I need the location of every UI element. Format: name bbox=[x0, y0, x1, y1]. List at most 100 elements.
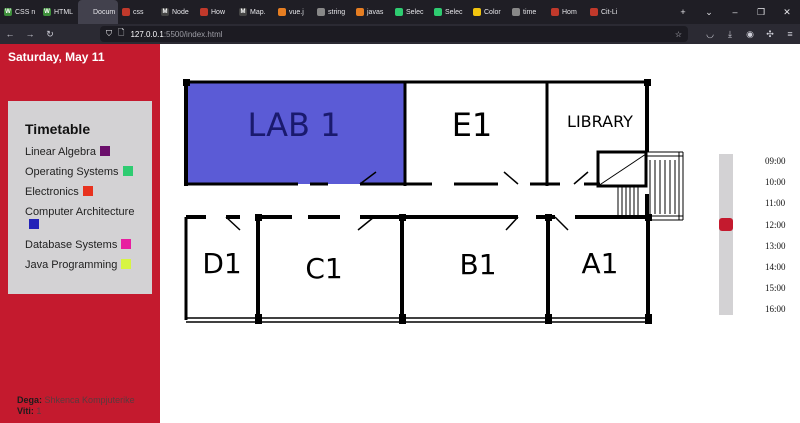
browser-tab[interactable]: Selec bbox=[391, 0, 430, 24]
room-label-e1: E1 bbox=[452, 106, 493, 144]
tab-favicon-icon bbox=[590, 8, 598, 16]
browser-tab[interactable]: Docum✕ bbox=[78, 0, 118, 24]
color-swatch bbox=[82, 186, 93, 196]
browser-tab[interactable]: time bbox=[508, 0, 547, 24]
time-slider-track[interactable] bbox=[719, 154, 733, 315]
tab-favicon-icon: M bbox=[239, 8, 247, 16]
browser-nav-bar: ← → ↻ ⛉ 🗋 127.0.0.1:5500/index.html ☆ ◡ … bbox=[0, 24, 800, 44]
viti-value: 1 bbox=[36, 406, 42, 416]
tab-label: Selec bbox=[445, 8, 463, 16]
tab-favicon-icon bbox=[551, 8, 559, 16]
tab-favicon-icon bbox=[200, 8, 208, 16]
time-label: 09:00 bbox=[765, 156, 786, 166]
tab-favicon-icon bbox=[122, 8, 130, 16]
time-label: 14:00 bbox=[765, 261, 786, 272]
browser-tab[interactable]: Hom bbox=[547, 0, 586, 24]
timetable-item: Computer Architecture bbox=[25, 206, 145, 232]
tab-label: javas bbox=[367, 8, 384, 16]
room-label-d1: D1 bbox=[202, 247, 241, 280]
timetable-item-label: Database Systems bbox=[25, 239, 118, 251]
room-label-library: LIBRARY bbox=[567, 112, 633, 131]
time-slider-thumb[interactable] bbox=[719, 218, 733, 231]
timetable-item: Linear Algebra bbox=[25, 146, 145, 159]
tab-label: Node bbox=[172, 8, 189, 16]
tab-label: Cit-Li bbox=[601, 8, 618, 16]
browser-tab[interactable]: css bbox=[118, 0, 157, 24]
page-info-icon[interactable]: 🗋 bbox=[118, 28, 125, 37]
browser-tab[interactable]: How bbox=[196, 0, 235, 24]
maximize-icon[interactable]: ❐ bbox=[756, 6, 766, 17]
timetable-item: Operating Systems bbox=[25, 166, 145, 179]
tab-label: time bbox=[523, 8, 537, 16]
url-host: 127.0.0.1 bbox=[130, 29, 164, 39]
list-tabs-icon[interactable]: ⌄ bbox=[705, 6, 713, 17]
browser-tab[interactable]: string bbox=[313, 0, 352, 24]
timetable-item-label: Operating Systems bbox=[25, 166, 119, 178]
color-swatch bbox=[99, 146, 110, 156]
time-label: 12:00 bbox=[765, 219, 786, 230]
tab-favicon-icon: W bbox=[4, 8, 12, 16]
back-icon[interactable]: ← bbox=[5, 29, 15, 39]
tab-favicon-icon bbox=[434, 8, 442, 16]
room-label-lab1: LAB 1 bbox=[248, 106, 341, 144]
url-bar[interactable]: ⛉ 🗋 127.0.0.1:5500/index.html ☆ bbox=[100, 26, 688, 42]
minimize-icon[interactable]: – bbox=[732, 7, 738, 17]
timetable-item: Database Systems bbox=[25, 239, 145, 252]
tab-label: vue.j bbox=[289, 8, 304, 16]
tab-favicon-icon: M bbox=[161, 8, 169, 16]
tab-label: How bbox=[211, 8, 226, 16]
extensions-icon[interactable]: ✣ bbox=[766, 28, 774, 39]
timetable-item-label: Linear Algebra bbox=[25, 146, 96, 158]
browser-tab[interactable]: Color bbox=[469, 0, 508, 24]
forward-icon[interactable]: → bbox=[25, 29, 35, 39]
browser-tab[interactable]: vue.j bbox=[274, 0, 313, 24]
tab-favicon-icon bbox=[395, 8, 403, 16]
tab-favicon-icon bbox=[512, 8, 520, 16]
pocket-icon[interactable]: ◡ bbox=[706, 28, 714, 39]
dega-label: Dega: bbox=[17, 395, 43, 405]
time-label: 10:00 bbox=[765, 177, 786, 188]
tab-favicon-icon: W bbox=[43, 8, 51, 16]
viti-label: Viti: bbox=[17, 406, 34, 416]
tab-label: Docum bbox=[93, 8, 116, 16]
browser-tab[interactable]: Selec bbox=[430, 0, 469, 24]
menu-icon[interactable]: ≡ bbox=[787, 29, 793, 39]
timetable-item-label: Java Programming bbox=[25, 259, 118, 271]
tab-label: Map. bbox=[250, 8, 266, 16]
browser-tab[interactable]: Cit-Li bbox=[586, 0, 625, 24]
room-lab1[interactable] bbox=[188, 82, 404, 184]
room-label-c1: C1 bbox=[305, 252, 342, 285]
new-tab-icon[interactable]: + bbox=[680, 7, 686, 17]
timetable-item: Java Programming bbox=[25, 259, 145, 272]
sidebar: Saturday, May 11 Timetable Linear Algebr… bbox=[0, 44, 160, 423]
tab-favicon-icon bbox=[278, 8, 286, 16]
reload-icon[interactable]: ↻ bbox=[46, 28, 54, 39]
timetable-item-label: Computer Architecture bbox=[25, 206, 135, 218]
shield-icon: ⛉ bbox=[106, 29, 112, 38]
timetable-title: Timetable bbox=[25, 121, 91, 137]
close-window-icon[interactable]: ✕ bbox=[783, 6, 791, 17]
tab-favicon-icon bbox=[82, 8, 90, 16]
tab-label: Color bbox=[484, 8, 501, 16]
room-label-b1: B1 bbox=[459, 248, 496, 281]
floor-map: LAB 1 E1 LIBRARY D1 C1 B1 A1 bbox=[183, 79, 684, 324]
bookmark-star-icon[interactable]: ☆ bbox=[674, 29, 682, 39]
tab-label: CSS n bbox=[15, 8, 36, 16]
tab-label: css bbox=[133, 8, 144, 16]
account-icon[interactable]: ◉ bbox=[746, 28, 754, 39]
downloads-icon[interactable]: ⤓ bbox=[728, 28, 732, 39]
tab-label: string bbox=[328, 8, 346, 16]
color-swatch bbox=[29, 219, 39, 229]
browser-tab[interactable]: javas bbox=[352, 0, 391, 24]
tab-label: Hom bbox=[562, 8, 577, 16]
time-label: 13:00 bbox=[765, 240, 786, 251]
tab-favicon-icon bbox=[473, 8, 481, 16]
